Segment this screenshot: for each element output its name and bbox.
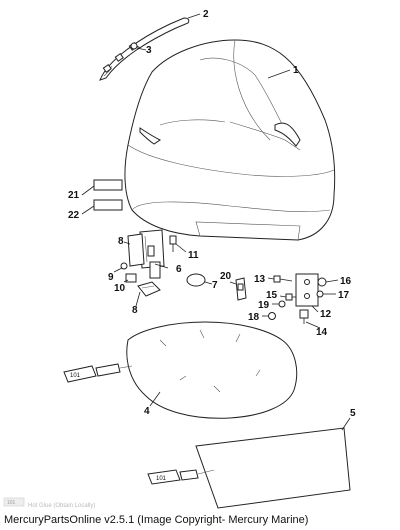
fastener-14[interactable] — [299, 309, 309, 324]
callout-22: 22 — [68, 210, 80, 221]
washer-19[interactable] — [278, 300, 286, 308]
screw-9[interactable] — [120, 262, 128, 270]
callout-21: 21 — [68, 190, 80, 201]
leader-13 — [267, 277, 275, 280]
leader-1 — [267, 69, 291, 79]
callout-15: 15 — [266, 290, 278, 301]
callout-5: 5 — [350, 408, 356, 419]
callout-1: 1 — [293, 65, 299, 76]
legend-text: Hot Glue (Obtain Locally) — [28, 503, 96, 509]
callout-20: 20 — [220, 271, 232, 282]
glue-tube-label-2: 101 — [156, 476, 167, 482]
callout-8-lower: 8 — [132, 305, 138, 316]
nut-18[interactable] — [268, 312, 276, 320]
callout-8-upper: 8 — [118, 236, 124, 247]
leader-5 — [341, 417, 351, 431]
leader-3 — [136, 47, 147, 51]
callout-4: 4 — [144, 406, 150, 417]
callout-14: 14 — [316, 327, 328, 338]
latch-bracket[interactable] — [139, 229, 165, 279]
leader-14 — [305, 321, 321, 329]
leader-6 — [154, 263, 169, 269]
decal-21[interactable] — [93, 179, 123, 191]
glue-tube-1: 101 — [63, 363, 133, 383]
callout-16: 16 — [340, 276, 352, 287]
callout-9: 9 — [108, 272, 114, 283]
bolt-15[interactable] — [285, 293, 296, 301]
latch-plate-8-upper[interactable] — [127, 233, 145, 267]
legend-glue-tube: 101 — [3, 497, 25, 507]
leader-21 — [81, 185, 95, 196]
leader-22 — [81, 205, 95, 215]
leader-8a — [123, 241, 131, 245]
callout-7: 7 — [212, 280, 218, 291]
callout-10: 10 — [114, 283, 126, 294]
screw-3[interactable] — [130, 42, 141, 50]
legend-hot-glue: Hot Glue (Obtain Locally) — [4, 503, 95, 509]
callout-6: 6 — [176, 264, 182, 275]
striker-8-lower[interactable] — [137, 281, 161, 297]
bolt-11[interactable] — [169, 235, 177, 252]
callout-19: 19 — [258, 300, 270, 311]
block-10[interactable] — [125, 273, 137, 283]
leader-8b — [135, 291, 141, 307]
leader-11 — [175, 243, 187, 253]
decal-22[interactable] — [93, 199, 123, 211]
engine-cowl[interactable] — [124, 39, 336, 241]
leader-10 — [123, 279, 129, 283]
callout-13: 13 — [254, 274, 266, 285]
bracket-12[interactable] — [295, 273, 319, 307]
glue-tube-2: 101 — [147, 469, 215, 485]
latch-handle-20[interactable] — [235, 277, 247, 301]
glue-tube-label-1: 101 — [70, 373, 81, 379]
callout-2: 2 — [203, 9, 209, 20]
nut-16[interactable] — [317, 277, 327, 287]
grommet-7[interactable] — [186, 273, 206, 287]
callout-11: 11 — [188, 250, 199, 261]
leader-4 — [149, 391, 161, 407]
leader-9 — [113, 267, 123, 273]
footer-copyright: MercuryPartsOnline v2.5.1 (Image Copyrig… — [4, 514, 309, 526]
sheet-5[interactable] — [195, 427, 351, 509]
callout-17: 17 — [338, 290, 350, 301]
seal-pad-4[interactable] — [126, 321, 298, 419]
callout-18: 18 — [248, 312, 260, 323]
leader-20 — [229, 281, 237, 285]
leader-7 — [204, 281, 213, 285]
washer-17[interactable] — [316, 290, 324, 298]
leader-16 — [325, 279, 339, 283]
callout-12: 12 — [320, 309, 332, 320]
screw-13[interactable] — [273, 275, 293, 283]
legend-tube-label: 101 — [7, 500, 16, 506]
leader-15 — [279, 295, 287, 298]
leader-12 — [311, 305, 319, 313]
leader-2 — [187, 13, 201, 19]
callout-3: 3 — [146, 45, 152, 56]
